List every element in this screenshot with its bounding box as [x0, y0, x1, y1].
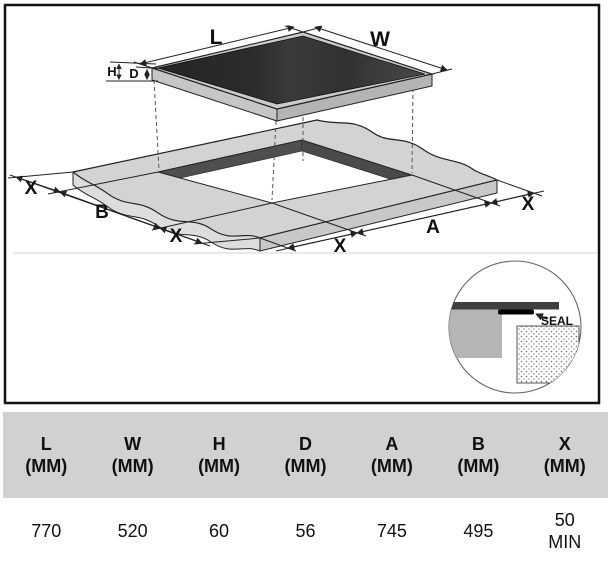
dim-label-x-left: X [25, 178, 38, 199]
value-cell-w: 520 [117, 520, 148, 541]
header-cell-x: X (MM) [522, 433, 608, 477]
diagram-canvas: L W H D X B X [3, 3, 601, 405]
value-cell-l: 770 [31, 520, 62, 541]
header-letter: X [558, 434, 571, 454]
dimension-table-values: 770 520 60 56 745 495 50 MIN [3, 498, 608, 563]
dim-label-x-mid-left: X [170, 226, 183, 247]
value-line2: MIN [548, 531, 582, 552]
header-cell-w: W (MM) [89, 433, 175, 477]
header-unit: (MM) [198, 456, 241, 476]
dim-label-d: D [129, 66, 138, 81]
seal-detail-inset: SEAL [448, 260, 582, 394]
header-unit: (MM) [111, 456, 154, 476]
dim-label-l: L [210, 26, 223, 49]
header-letter: H [212, 434, 226, 454]
seal-label: SEAL [541, 314, 573, 328]
header-letter: A [385, 434, 399, 454]
countertop-left-dimensions [7, 171, 273, 247]
dim-label-b: B [95, 202, 109, 223]
seal-leader-arrow [535, 313, 548, 321]
inset-hob-body [449, 309, 502, 358]
header-cell-b: B (MM) [435, 433, 521, 477]
header-unit: (MM) [457, 456, 500, 476]
countertop-right-dimensions [259, 174, 545, 252]
dim-label-x-right: X [522, 194, 535, 215]
header-cell-h: H (MM) [176, 433, 262, 477]
installation-diagram: L W H D X B X [3, 3, 601, 405]
header-letter: W [124, 434, 142, 454]
header-unit: (MM) [284, 456, 327, 476]
value-cell-x: 50 MIN [522, 509, 608, 553]
header-unit: (MM) [25, 456, 68, 476]
header-letter: D [298, 434, 312, 454]
cooktop-drawing [149, 31, 435, 122]
projection-dashed-lines [153, 79, 414, 201]
value-cell-a: 745 [376, 520, 407, 541]
header-cell-d: D (MM) [262, 433, 348, 477]
dim-label-x-mid-right: X [334, 236, 347, 257]
dim-label-w: W [370, 28, 390, 51]
value-cell-b: 495 [463, 520, 494, 541]
dim-label-h: H [107, 64, 116, 79]
cooktop-dimension-lines [106, 25, 453, 82]
header-letter: B [471, 434, 485, 454]
value-line1: 50 [554, 509, 575, 530]
inset-glass-panel [449, 302, 559, 310]
value-cell-h: 60 [209, 520, 230, 541]
header-cell-l: L (MM) [3, 433, 89, 477]
header-letter: L [40, 434, 52, 454]
inset-seal-strip [498, 309, 534, 315]
value-cell-d: 56 [295, 520, 316, 541]
header-cell-a: A (MM) [349, 433, 435, 477]
header-unit: (MM) [543, 456, 586, 476]
header-unit: (MM) [370, 456, 413, 476]
dimension-table: L (MM) W (MM) H (MM) D (MM) A (MM) B (MM… [3, 412, 608, 563]
dimension-table-header: L (MM) W (MM) H (MM) D (MM) A (MM) B (MM… [3, 412, 608, 498]
dim-label-a: A [426, 217, 440, 238]
